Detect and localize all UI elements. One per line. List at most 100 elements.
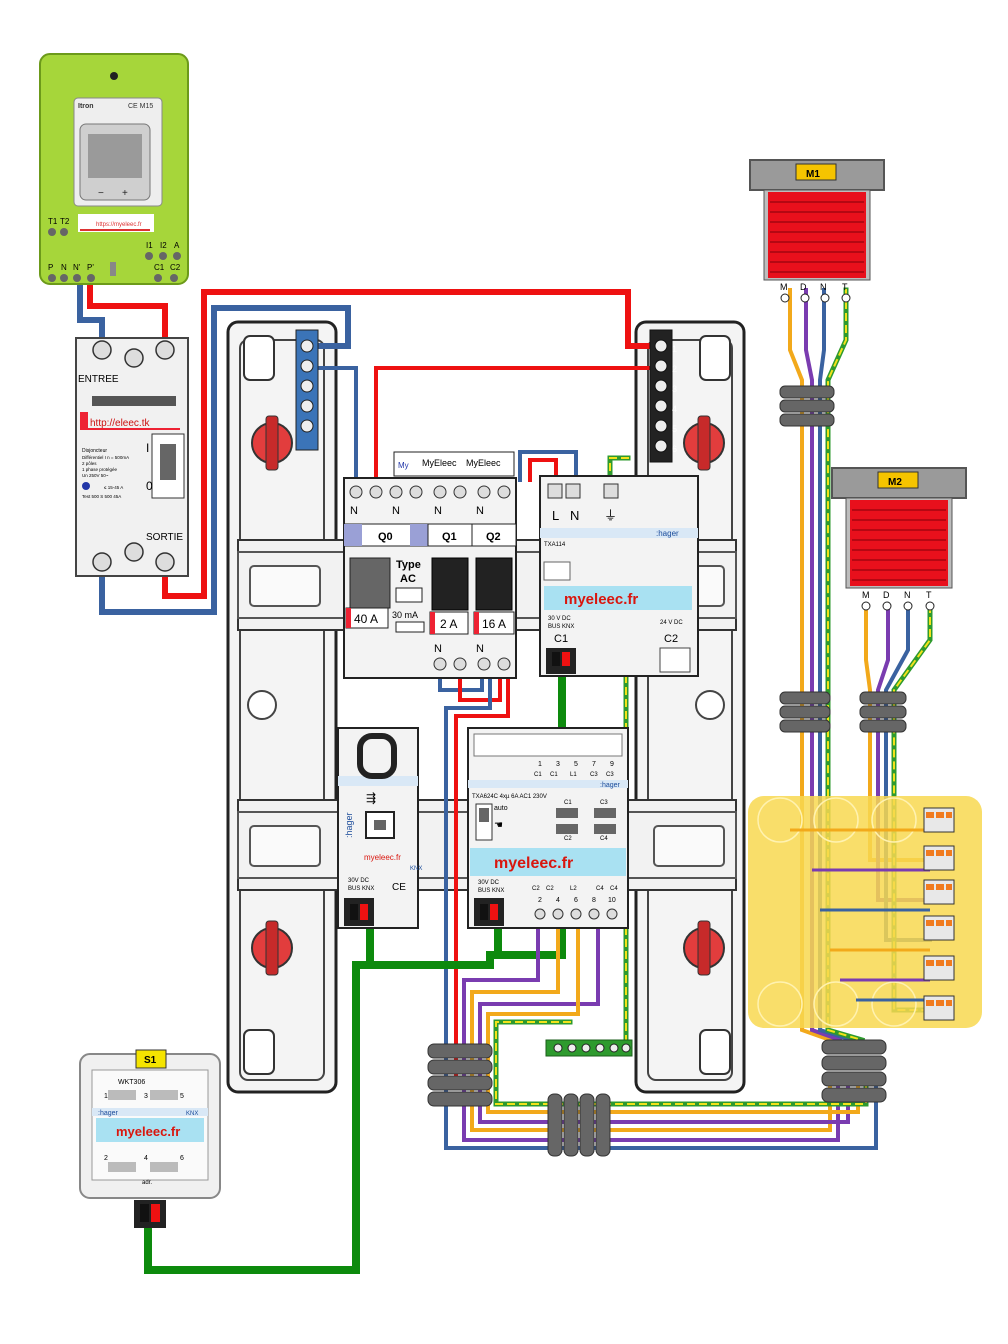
actuator-top-label: C3	[590, 772, 598, 778]
left-upright	[226, 320, 338, 1094]
motor-terminal-label: D	[800, 282, 807, 292]
actuator-site: myeleec.fr	[494, 855, 573, 872]
usb-volt: 30V DC	[348, 878, 370, 884]
channel-button[interactable]	[594, 824, 616, 834]
disconnector-title: Disjoncteur	[82, 448, 107, 454]
breaker-n-label: N	[434, 505, 442, 517]
cable-gland	[779, 385, 835, 427]
breaker-name: Q1	[442, 531, 457, 543]
wire-neutral	[444, 674, 492, 1082]
meter-fuse-icon	[110, 262, 116, 276]
shutter-motor-m1: M1 M D N T	[749, 159, 885, 303]
actuator-bottom-label: C4	[596, 886, 604, 892]
switch-button[interactable]	[108, 1090, 136, 1100]
switch-button[interactable]	[108, 1162, 136, 1172]
terminal-label: 5	[672, 424, 677, 434]
shutter-actuator: 1 3 5 7 9 C1 C1 L1 C3 C3 :hager TXA624C …	[467, 727, 629, 929]
motor-terminal-label: M	[780, 282, 788, 292]
switch-bottom-number: 4	[144, 1155, 148, 1162]
knx-usb-interface: ⇶ :hager myeleec.fr 30V DC BUS KNX CE KN…	[337, 727, 422, 929]
channel-button[interactable]	[556, 808, 578, 818]
phase-terminal-block: 1 2 3 4 5 6	[649, 329, 677, 463]
usb-brand: :hager	[344, 812, 354, 838]
neutral-terminal-block	[295, 329, 319, 451]
meter-terminal-label: I2	[160, 241, 167, 250]
wire-phase	[528, 458, 558, 482]
switch-brand: :hager	[98, 1110, 119, 1117]
cable-gland	[779, 691, 831, 733]
channel-button[interactable]	[556, 824, 578, 834]
wire-neutral	[99, 305, 351, 615]
actuator-brand: :hager	[600, 782, 621, 789]
breaker-n-label: N	[350, 505, 358, 517]
meter-terminal-label: P'	[87, 263, 94, 272]
switch-top-number: 3	[144, 1093, 148, 1100]
wire-phase	[458, 674, 502, 702]
usb-icon: ⇶	[366, 791, 376, 805]
meter-terminal-label: I1	[146, 241, 153, 250]
usb-site: myeleec.fr	[364, 853, 401, 862]
actuator-bottom-number: 2	[538, 897, 542, 904]
switch-button[interactable]	[150, 1090, 178, 1100]
linky-meter: Itron CE M15 − + https://myeleec.fr T1 T…	[39, 53, 189, 285]
actuator-model: TXA624C 4xµ 6A AC1 230V	[472, 794, 547, 800]
actuator-bottom-number: 8	[592, 897, 596, 904]
screw-terminal-icon	[534, 908, 618, 920]
fixing-knob	[683, 415, 725, 471]
psu-brand: :hager	[656, 529, 679, 538]
actuator-bottom-number: 10	[608, 897, 616, 904]
motor-terminal-label: T	[842, 282, 848, 292]
usb-bus: BUS KNX	[348, 886, 374, 892]
bus-connector	[546, 648, 576, 674]
motor-terminal-label: T	[926, 590, 932, 600]
channel-button[interactable]	[594, 808, 616, 818]
motor-terminal-label: D	[883, 590, 890, 600]
meter-terminal-label: T2	[60, 217, 70, 226]
switch-addr: adr.	[142, 1180, 152, 1186]
terminal-label: 1	[672, 344, 677, 354]
q0-handle[interactable]	[349, 557, 391, 609]
fixing-knob	[251, 920, 293, 976]
wire-neutral	[314, 366, 358, 482]
breaker-name: Q0	[378, 531, 393, 543]
bus-connector	[134, 1200, 166, 1228]
terminal-label: 4	[672, 404, 677, 414]
wire-earth	[607, 455, 631, 479]
breaker-rating: 2 A	[440, 617, 457, 631]
actuator-channel: C2	[564, 836, 572, 842]
disconnector-spec: 1 phase protégée	[82, 467, 118, 472]
barcode-icon	[92, 396, 176, 406]
switch-on-label: I	[146, 441, 149, 455]
screw-terminal-icon	[433, 657, 511, 671]
wago-connector	[923, 879, 955, 905]
shutter-icon	[850, 500, 948, 586]
wires	[77, 283, 933, 1274]
screw-terminal-icon	[553, 1043, 631, 1053]
fixing-knob	[251, 415, 293, 471]
actuator-top-number: 7	[592, 761, 596, 768]
switch-top-number: 5	[180, 1093, 184, 1100]
wire-bus	[494, 926, 566, 959]
meter-terminal-label: T1	[48, 217, 58, 226]
actuator-mode: auto	[494, 805, 508, 812]
disconnector-spec: Un 250V 50~	[82, 473, 109, 478]
switch-button[interactable]	[150, 1162, 178, 1172]
cable-gland	[821, 1039, 887, 1103]
breaker-n-label: N	[476, 505, 484, 517]
earth-icon: ⏚	[604, 508, 617, 523]
meter-terminal-label: C1	[154, 263, 165, 272]
terminal-label: 3	[672, 384, 677, 394]
actuator-volt: 30V DC	[478, 880, 500, 886]
disconnector-spec: Différentiel I n = 500mA	[82, 455, 129, 460]
actuator-bottom-label: L2	[570, 886, 577, 892]
switch-bottom-number: 2	[104, 1155, 108, 1162]
psu-bus: BUS KNX	[548, 624, 574, 630]
q0-sensitivity: 30 mA	[392, 610, 418, 620]
q2-handle[interactable]	[475, 557, 513, 611]
breaker-top-label: MyEleec	[422, 458, 457, 468]
psu-out2: 24 V DC	[660, 620, 683, 626]
wire-phase	[454, 674, 510, 1082]
q1-handle[interactable]	[431, 557, 469, 611]
wire-earth	[609, 457, 629, 477]
